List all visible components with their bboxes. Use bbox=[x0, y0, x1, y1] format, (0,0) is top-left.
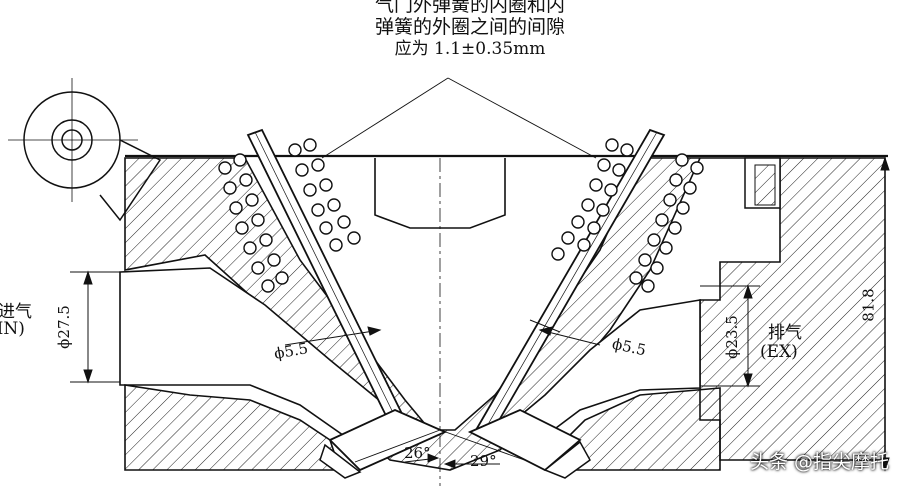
annotation-line-3: 应为 1.1±0.35mm bbox=[394, 39, 546, 59]
exhaust-port-dimension bbox=[700, 284, 760, 388]
annotation-line-1: 气门外弹簧的内圈和内 bbox=[374, 0, 565, 16]
height-dim-label: 81.8 bbox=[859, 288, 878, 322]
intake-label-en: (IN) bbox=[0, 319, 25, 339]
intake-label-cn: 进气 bbox=[0, 302, 32, 322]
exhaust-label-en: (EX) bbox=[760, 342, 798, 362]
intake-angle-label: 26° bbox=[404, 444, 431, 462]
intake-valve-springs bbox=[218, 138, 361, 293]
intake-port-dimension bbox=[70, 270, 120, 384]
exhaust-valve-springs bbox=[551, 138, 704, 293]
annotation-leaders bbox=[321, 77, 597, 159]
intake-port-dim-label: ϕ27.5 bbox=[54, 305, 73, 349]
exhaust-valve bbox=[467, 128, 666, 479]
exhaust-label-cn: 排气 bbox=[768, 323, 802, 343]
spring-clearance-annotation: 气门外弹簧的内圈和内 弹簧的外圈之间的间隙 应为 1.1±0.35mm bbox=[330, 0, 610, 60]
exhaust-port-dim-label: ϕ23.5 bbox=[722, 315, 741, 359]
annotation-line-2: 弹簧的外圈之间的间隙 bbox=[374, 16, 565, 38]
stem-dimension-leaders bbox=[284, 319, 601, 346]
watermark: 头条 @指尖摩托 bbox=[749, 451, 889, 473]
valve-angle-lines bbox=[354, 429, 531, 469]
head-body bbox=[119, 154, 888, 486]
height-dimension bbox=[880, 156, 890, 472]
exhaust-angle-label: 29° bbox=[470, 452, 497, 470]
